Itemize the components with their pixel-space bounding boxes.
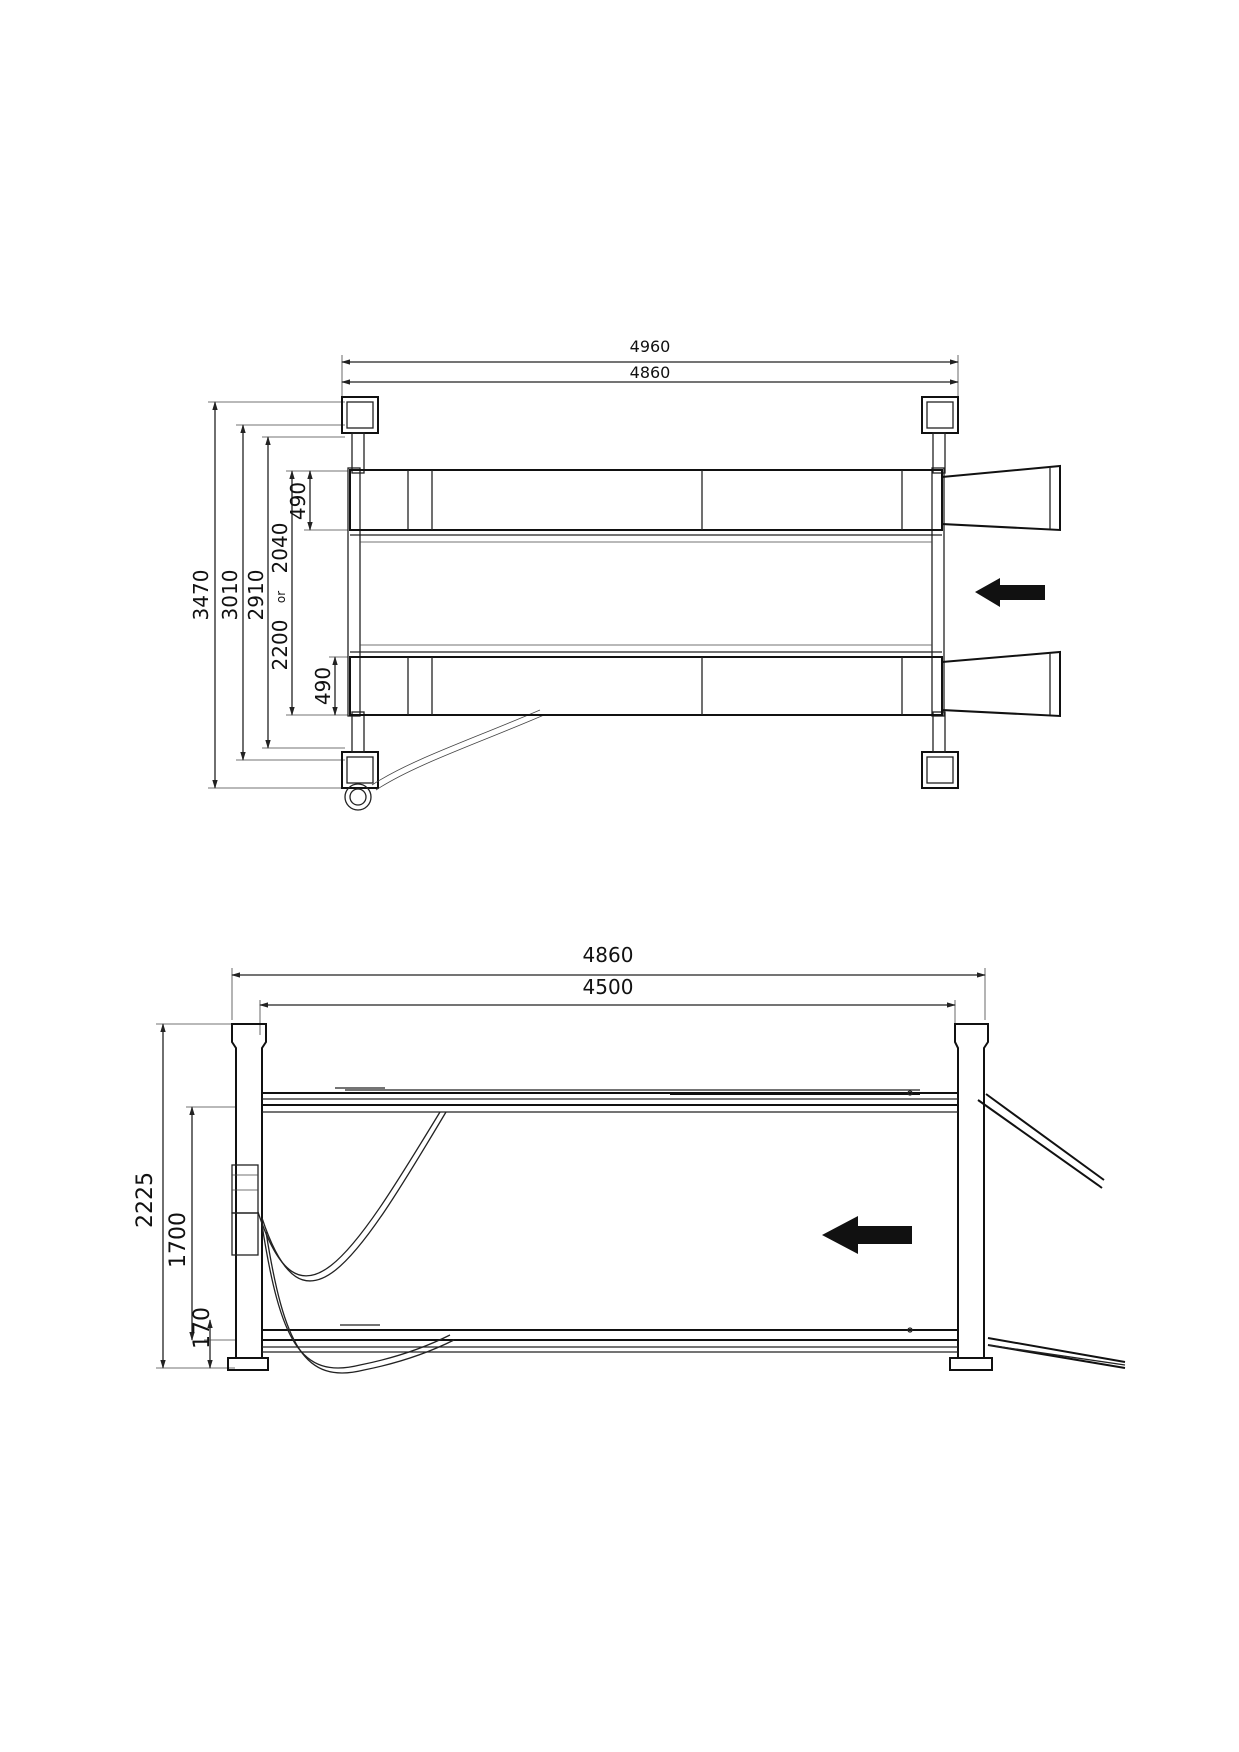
left-dimension-lines [208,401,348,789]
top-view: 4960 4860 3470 3010 2910 2040 or 2200 49 [189,337,1061,811]
arrow-left-icon [975,578,1045,607]
dim-left-3010: 3010 [218,570,242,621]
dim-left-490-top: 490 [286,482,310,520]
dim-side-170: 170 [190,1307,215,1349]
post-bottom-left [341,711,379,811]
dim-left-2910: 2910 [244,570,268,621]
top-dimension-lines [341,355,959,400]
dim-side-2225: 2225 [133,1172,158,1228]
post-top-right [921,396,959,474]
side-arrow-left-icon [822,1216,912,1254]
hydraulic-hose [371,709,541,786]
dim-top-4860: 4860 [630,363,671,382]
runway-bottom [349,651,943,716]
runway-lowered [261,1324,959,1353]
post-bottom-right [921,711,959,789]
dim-left-2040: 2040 [268,523,292,574]
runway-top [349,469,943,536]
runway-raised [261,1087,959,1113]
side-ramp-lowered [987,1337,1126,1369]
dim-left-or: or [274,591,288,603]
dim-left-3470: 3470 [189,570,213,621]
side-ramp-raised [977,1093,1105,1189]
dim-side-4500: 4500 [583,975,634,999]
post-top-left [341,396,379,474]
dim-left-490-bottom: 490 [311,667,335,705]
side-post-left [227,1023,269,1371]
ramp-top [941,464,1061,532]
dim-side-4860: 4860 [583,943,634,967]
dim-top-4960: 4960 [630,337,671,356]
side-hydraulic-hose [257,1111,441,1277]
dim-side-1700: 1700 [166,1212,191,1268]
side-view: 4860 4500 2225 1700 170 [133,943,1126,1374]
dim-left-2200: 2200 [268,620,292,671]
ramp-bottom [941,650,1061,718]
side-post-right [949,1023,993,1371]
